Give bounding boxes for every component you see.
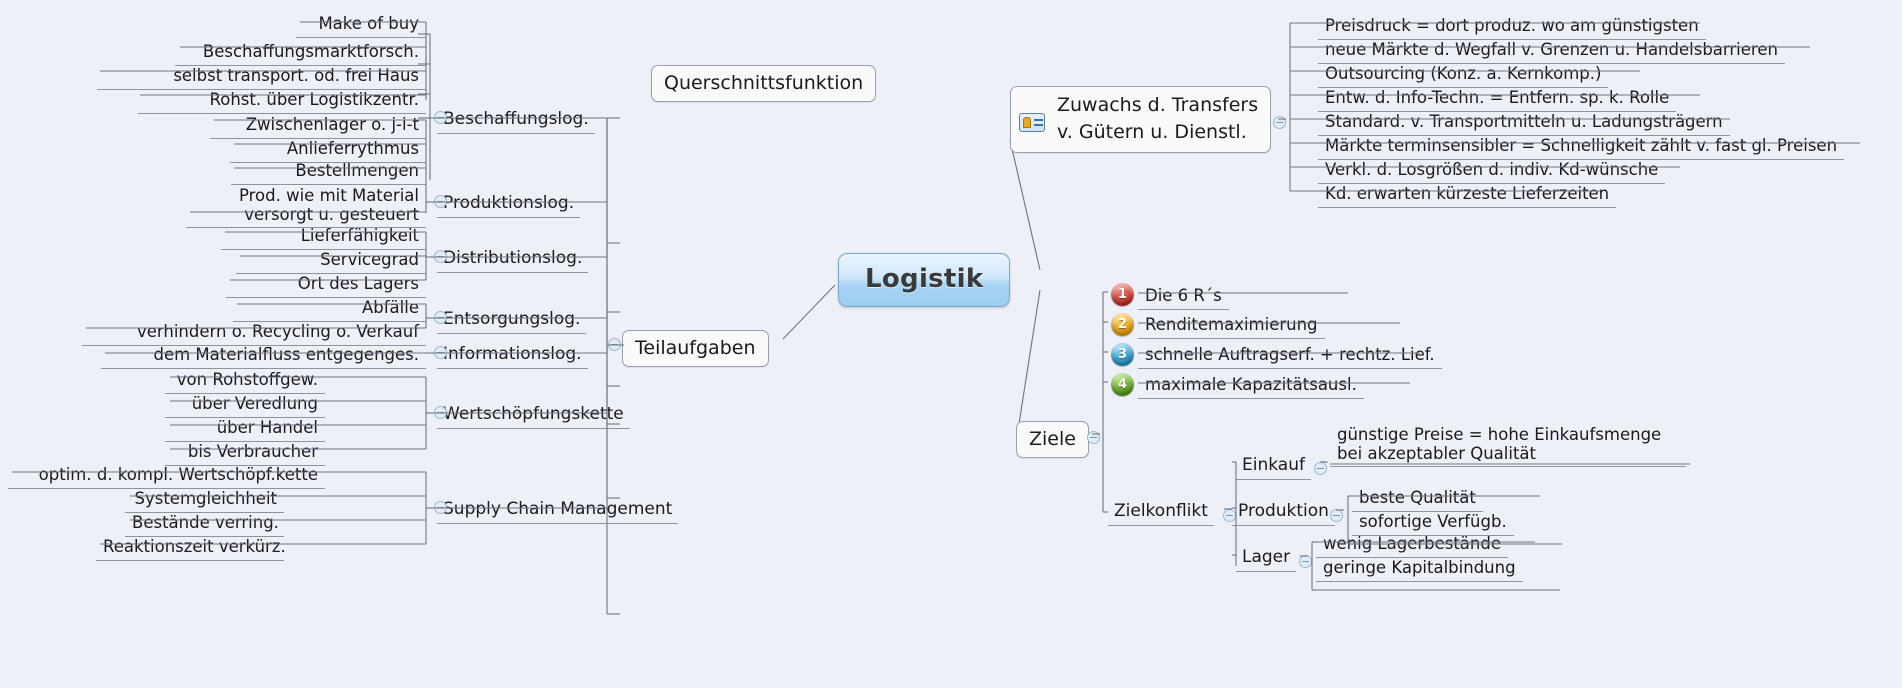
leaf-node[interactable]: Reaktionszeit verkürz. (96, 535, 286, 561)
leaf-node[interactable]: Preisdruck = dort produz. wo am günstigs… (1318, 14, 1706, 40)
id-card-line-2 (1034, 124, 1043, 126)
leaf-node[interactable]: Renditemaximierung (1138, 313, 1325, 339)
leaf-node[interactable]: Zwischenlager o. j-i-t (210, 113, 426, 139)
leaf-node[interactable]: beste Qualität (1352, 486, 1483, 512)
id-card-icon (1019, 113, 1045, 132)
zuwachs-line2: v. Gütern u. Dienstl. (1057, 121, 1247, 143)
leaf-node[interactable]: selbst transport. od. frei Haus (97, 64, 426, 90)
leaf-node[interactable]: Servicegrad (236, 248, 426, 274)
badge-number-4: 4 (1111, 373, 1134, 396)
collapser-produktion[interactable] (1330, 509, 1343, 522)
leaf-node[interactable]: Beschaffungsmarktforsch. (175, 40, 426, 66)
leaf-text-line2: bei akzeptabler Qualität (1337, 444, 1536, 463)
leaf-node[interactable]: Systemgleichheit (125, 487, 284, 513)
root-node-logistik[interactable]: Logistik (838, 253, 1011, 307)
leaf-text: Prod. wie mit Material versorgt u. geste… (238, 186, 419, 224)
branch-label-zielkonflikt[interactable]: Zielkonflikt (1108, 498, 1214, 526)
leaf-node[interactable]: Lieferfähigkeit (221, 224, 426, 250)
collapser-supply-chain-management[interactable] (434, 501, 447, 514)
leaf-node[interactable]: bis Verbraucher (165, 440, 325, 466)
leaf-node[interactable]: Abfälle (233, 296, 426, 322)
collapser-beschaffungslog[interactable] (434, 111, 447, 124)
branch-label-supply-chain-management[interactable]: Supply Chain Management (437, 496, 679, 524)
leaf-node[interactable]: Ort des Lagers (226, 272, 426, 298)
branch-label-informationslog[interactable]: Informationslog. (437, 341, 588, 369)
collapser-entsorgungslog[interactable] (434, 311, 447, 324)
leaf-node[interactable]: verhindern o. Recycling o. Verkauf (82, 320, 426, 346)
branch-node-zuwachs[interactable]: Zuwachs d. Transfers v. Gütern u. Dienst… (1010, 86, 1272, 153)
id-card-portrait (1023, 117, 1031, 128)
leaf-node[interactable]: Entw. d. Info-Techn. = Entfern. sp. k. R… (1318, 86, 1677, 112)
leaf-node[interactable]: dem Materialfluss entgegenges. (101, 343, 426, 369)
branch-label-produktionslog[interactable]: Produktionslog. (437, 190, 581, 218)
leaf-text-line1: günstige Preise = hohe Einkaufsmenge (1337, 425, 1662, 444)
leaf-node[interactable]: Verkl. d. Losgrößen d. indiv. Kd-wünsche (1318, 158, 1666, 184)
branch-label-entsorgungslog[interactable]: Entsorgungslog. (437, 306, 587, 334)
collapser-einkauf[interactable] (1314, 462, 1327, 475)
leaf-node[interactable]: Bestände verring. (125, 511, 284, 537)
collapser-teilaufgaben[interactable] (608, 338, 621, 351)
leaf-node[interactable]: Bestellmengen (231, 159, 426, 185)
collapser-wertschoepfungskette[interactable] (434, 406, 447, 419)
branch-node-teilaufgaben[interactable]: Teilaufgaben (622, 330, 769, 367)
leaf-node[interactable]: Kd. erwarten kürzeste Lieferzeiten (1318, 182, 1617, 208)
leaf-node[interactable]: Prod. wie mit Material versorgt u. geste… (186, 185, 426, 228)
collapser-lager[interactable] (1299, 555, 1312, 568)
leaf-node[interactable]: Rohst. über Logistikzentr. (138, 88, 426, 114)
leaf-node[interactable]: über Veredlung (165, 392, 325, 418)
collapser-informationslog[interactable] (434, 346, 447, 359)
leaf-node[interactable]: schnelle Auftragserf. + rechtz. Lief. (1138, 343, 1442, 369)
leaf-node[interactable]: Standard. v. Transportmitteln u. Ladungs… (1318, 110, 1730, 136)
branch-label-distributionslog[interactable]: Distributionslog. (437, 245, 589, 273)
branch-label-wertschoepfungskette[interactable]: Wertschöpfungskette (437, 401, 630, 429)
id-card-line-1 (1034, 119, 1043, 121)
leaf-node[interactable]: günstige Preise = hohe Einkaufsmenge bei… (1330, 424, 1686, 467)
leaf-node[interactable]: über Handel (165, 416, 325, 442)
collapser-distributionslog[interactable] (434, 250, 447, 263)
branch-label-produktion[interactable]: Produktion (1232, 498, 1335, 526)
badge-number-2: 2 (1111, 313, 1134, 336)
badge-number-3: 3 (1111, 343, 1134, 366)
free-node-querschnittsfunktion[interactable]: Querschnittsfunktion (651, 65, 877, 102)
collapser-produktionslog[interactable] (434, 195, 447, 208)
branch-label-beschaffungslog[interactable]: Beschaffungslog. (437, 106, 595, 134)
leaf-node[interactable]: Märkte terminsensibler = Schnelligkeit z… (1318, 134, 1845, 160)
branch-label-lager[interactable]: Lager (1236, 544, 1297, 572)
collapser-zuwachs[interactable] (1273, 116, 1286, 129)
badge-number-1: 1 (1111, 283, 1134, 306)
leaf-node[interactable]: Make of buy (296, 12, 426, 38)
branch-node-ziele[interactable]: Ziele (1016, 421, 1089, 458)
zuwachs-line1: Zuwachs d. Transfers (1057, 94, 1259, 116)
leaf-node[interactable]: neue Märkte d. Wegfall v. Grenzen u. Han… (1318, 38, 1785, 64)
leaf-node[interactable]: optim. d. kompl. Wertschöpf.kette (8, 463, 325, 489)
leaf-node[interactable]: maximale Kapazitätsausl. (1138, 373, 1364, 399)
leaf-node[interactable]: sofortige Verfügb. (1352, 510, 1514, 536)
leaf-node[interactable]: Outsourcing (Konz. a. Kernkomp.) (1318, 62, 1609, 88)
collapser-ziele[interactable] (1087, 431, 1100, 444)
branch-label-einkauf[interactable]: Einkauf (1236, 452, 1311, 480)
leaf-node[interactable]: Die 6 R´s (1138, 284, 1229, 310)
leaf-node[interactable]: geringe Kapitalbindung (1316, 556, 1523, 582)
leaf-node[interactable]: von Rohstoffgew. (165, 368, 325, 394)
leaf-node[interactable]: wenig Lagerbestände (1316, 532, 1509, 558)
